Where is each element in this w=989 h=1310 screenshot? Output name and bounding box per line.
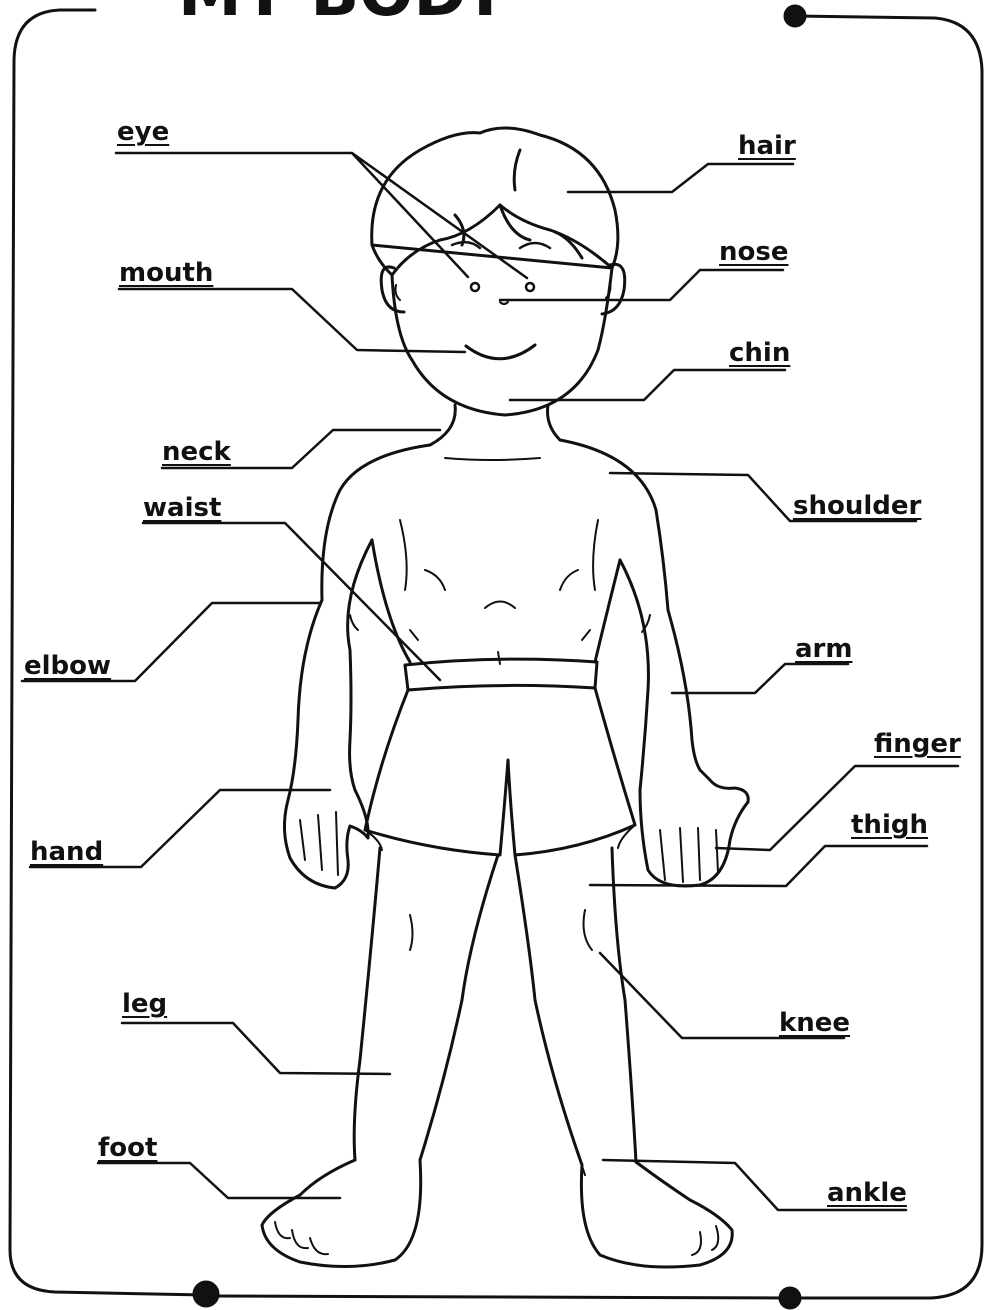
label-chin: chin: [729, 338, 790, 368]
left-foot: [262, 1160, 421, 1267]
leader-lines: [22, 153, 958, 1210]
torso-outline: [322, 440, 668, 610]
frame-dot: [785, 6, 805, 26]
label-hand: hand: [30, 837, 103, 867]
frame-dot: [780, 1288, 800, 1308]
label-mouth: mouth: [119, 258, 213, 288]
label-eye: eye: [117, 117, 169, 147]
label-hair: hair: [738, 131, 796, 161]
mouth-smile: [466, 345, 535, 359]
label-finger: finger: [874, 729, 961, 759]
label-shoulder: shoulder: [793, 491, 921, 521]
frame-dot: [194, 1282, 218, 1306]
label-arm: arm: [795, 634, 852, 664]
label-foot: foot: [98, 1133, 157, 1163]
right-leg: [515, 848, 636, 1165]
right-arm: [620, 560, 700, 790]
right-hand: [640, 770, 748, 886]
label-thigh: thigh: [851, 810, 928, 840]
face-outline: [392, 268, 612, 415]
label-neck: neck: [162, 437, 231, 467]
label-leg: leg: [122, 989, 167, 1019]
hair-outline: [372, 128, 618, 275]
label-elbow: elbow: [24, 651, 111, 681]
label-waist: waist: [143, 493, 221, 523]
left-hand: [284, 790, 368, 888]
left-leg: [354, 848, 498, 1160]
label-knee: knee: [779, 1008, 850, 1038]
page-title: MY BODY: [178, 0, 508, 26]
left-arm: [288, 540, 372, 800]
right-foot: [581, 1162, 732, 1267]
label-ankle: ankle: [827, 1178, 907, 1208]
label-nose: nose: [719, 237, 788, 267]
shorts: [365, 688, 635, 855]
